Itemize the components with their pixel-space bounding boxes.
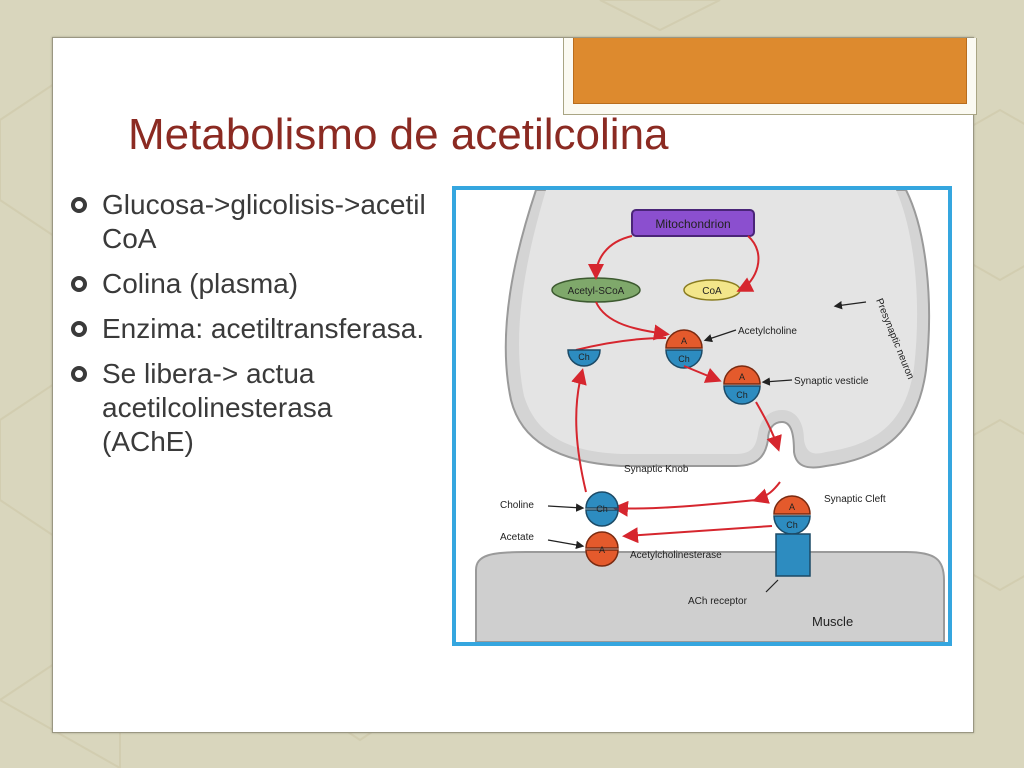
label-a: A [789, 502, 795, 512]
acetyl-half [723, 365, 761, 385]
bullet-text: Enzima: acetiltransferasa. [102, 313, 425, 344]
bullet-ring-icon [71, 197, 87, 213]
label-acetate: Acetate [500, 532, 534, 543]
choline-half [665, 349, 703, 369]
bullet-ring-icon [71, 366, 87, 382]
flow-arrow [622, 525, 773, 544]
bullet-ring-icon [71, 276, 87, 292]
bullet-item: Glucosa->glicolisis->acetil CoA [70, 188, 430, 256]
choline-molecule [585, 509, 619, 527]
pointer-arrow [761, 377, 793, 386]
bullet-text: Se libera-> actua acetilcolinesterasa (A… [102, 358, 333, 457]
mitochondrion [631, 209, 755, 237]
bullet-text: Glucosa->glicolisis->acetil CoA [102, 189, 426, 254]
cycle-arrow [736, 235, 760, 292]
label-a: A [599, 545, 605, 555]
label-ch: Ch [786, 520, 798, 530]
choline-molecule [585, 491, 619, 509]
ach-receptor [775, 533, 811, 577]
flow-arrow [571, 368, 587, 493]
label-mitochondrion: Mitochondrion [655, 217, 730, 231]
pointer-arrow [703, 329, 737, 343]
acetate-molecule [585, 549, 619, 567]
label-choline: Choline [500, 500, 534, 511]
pointer-arrow [547, 503, 585, 512]
label-a: A [739, 372, 745, 382]
choline-molecule [567, 349, 601, 367]
label-synaptic-vesicle: Synaptic vesticle [794, 376, 869, 387]
label-synaptic-cleft: Synaptic Cleft [824, 494, 886, 505]
label-ch: Ch [596, 504, 608, 514]
flow-arrow [752, 481, 781, 504]
label-ch: Ch [678, 354, 690, 364]
label-acetylcholinesterase: Acetylcholinesterase [630, 550, 722, 561]
label-coa: CoA [702, 286, 722, 297]
bullet-item: Se libera-> actua acetilcolinesterasa (A… [70, 357, 430, 459]
label-acetyl-scoa: Acetyl-SCoA [568, 286, 625, 297]
pointer-arrow [833, 301, 867, 310]
accent-bar [573, 38, 967, 104]
cycle-arrow [575, 337, 667, 351]
flow-arrow [683, 365, 722, 383]
flow-arrow [612, 499, 757, 517]
acetyl-half [773, 495, 811, 515]
bullet-item: Colina (plasma) [70, 267, 430, 301]
bullet-item: Enzima: acetiltransferasa. [70, 312, 430, 346]
presynaptic-inner-wall [519, 190, 918, 454]
label-ach-receptor: ACh receptor [688, 596, 748, 607]
bullet-list: Glucosa->glicolisis->acetil CoA Colina (… [70, 188, 430, 470]
label-a: A [681, 336, 687, 346]
label-ch: Ch [736, 390, 748, 400]
label-muscle: Muscle [812, 614, 853, 629]
cycle-arrow [595, 301, 670, 341]
choline-half [723, 385, 761, 405]
muscle-shape [475, 551, 945, 642]
synapse-diagram: Mitochondrion Acetyl-SCoA CoA Ch A Ch Ac… [452, 186, 952, 646]
cycle-arrow [588, 235, 633, 280]
bullet-text: Colina (plasma) [102, 268, 299, 299]
acetate-molecule [585, 531, 619, 549]
label-ch: Ch [578, 352, 590, 362]
pointer-arrow [547, 539, 585, 550]
pointer-arrow [765, 579, 779, 593]
flow-arrow [755, 401, 782, 452]
bullet-ring-icon [71, 321, 87, 337]
acetyl-half [665, 329, 703, 349]
synapse-diagram-svg: Mitochondrion Acetyl-SCoA CoA Ch A Ch Ac… [475, 190, 945, 642]
slide-title: Metabolismo de acetilcolina [128, 110, 669, 159]
label-synaptic-knob: Synaptic Knob [624, 464, 689, 475]
label-acetylcholine: Acetylcholine [738, 326, 797, 337]
